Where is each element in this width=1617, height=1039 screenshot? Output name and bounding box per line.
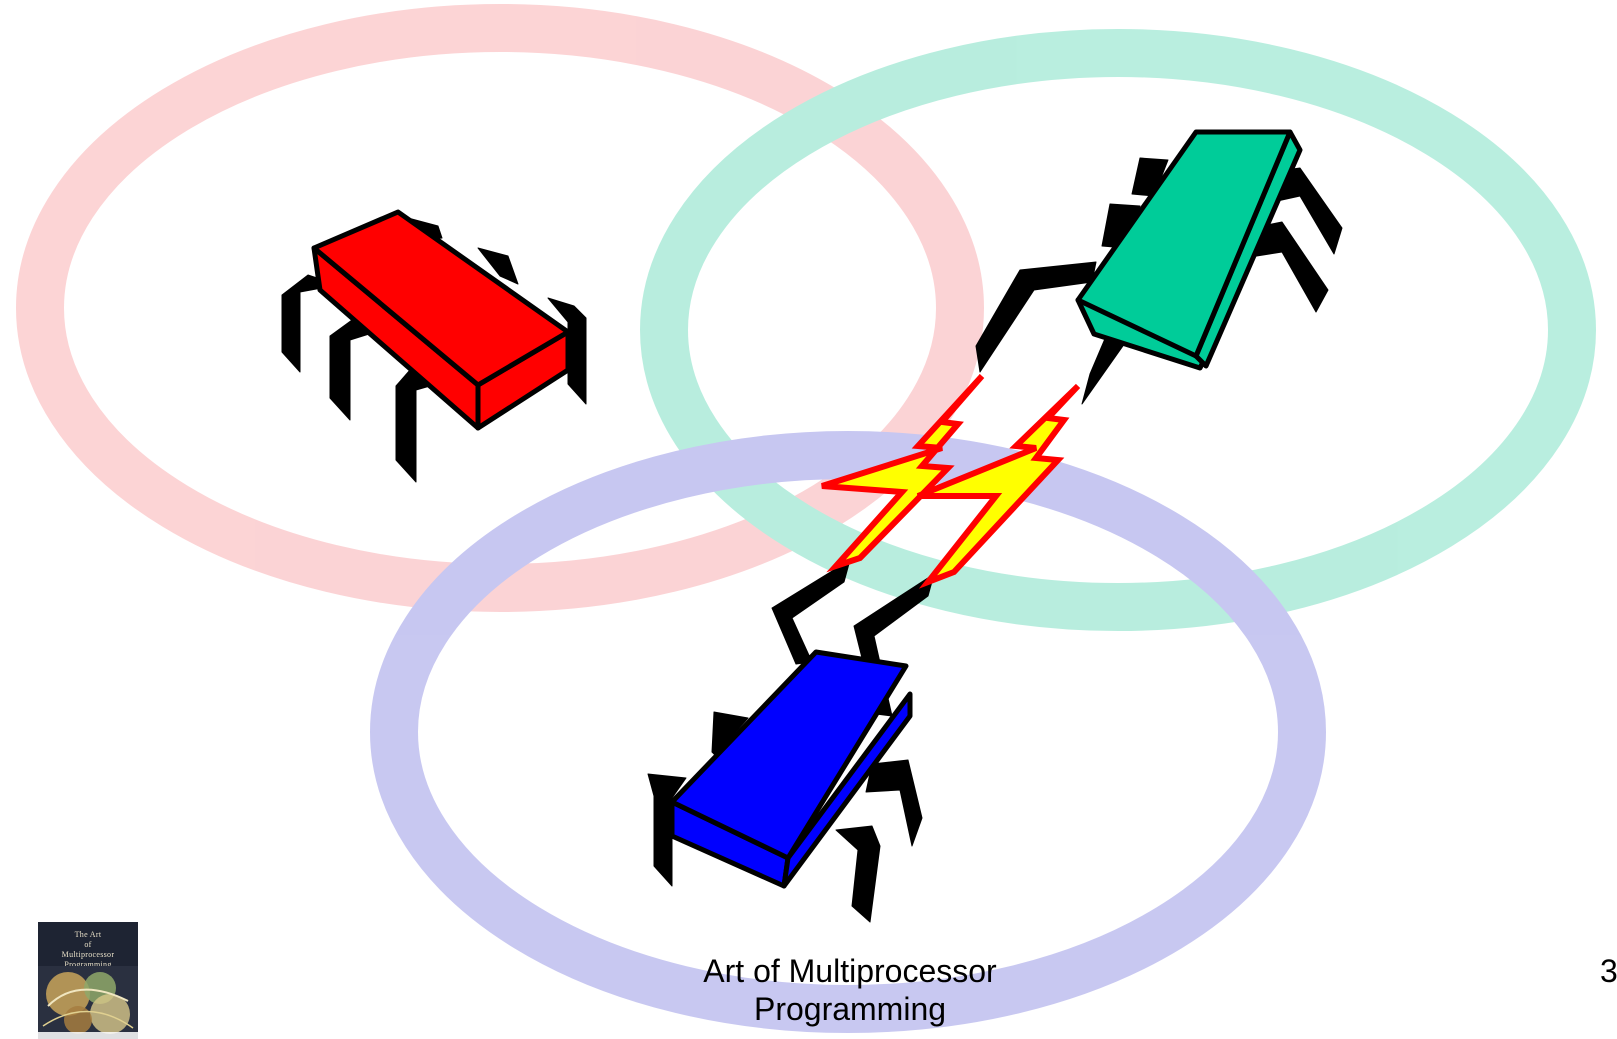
- green-processor-bug: [975, 129, 1343, 405]
- book-cover-title: The Art of Multiprocessor Programming: [61, 930, 115, 969]
- rings: [16, 4, 1596, 1033]
- book-cover-logo: The Art of Multiprocessor Programming: [38, 922, 138, 1039]
- green-ring: [640, 29, 1596, 631]
- footer-title-line2: Programming: [753, 991, 947, 1027]
- red-ring: [16, 4, 984, 612]
- book-cover-art: [38, 966, 138, 1039]
- blue-bug-leg: [865, 759, 923, 847]
- footer-title: Art of Multiprocessor Programming: [640, 952, 1060, 1028]
- blue-bug-end: [781, 691, 913, 889]
- blue-bug-leg: [647, 773, 687, 887]
- red-bug-top: [311, 209, 571, 388]
- blue-bug-top: [669, 649, 909, 861]
- blue-bug-leg: [771, 559, 851, 665]
- lightning-bolts: [821, 373, 1081, 589]
- red-processor-bug: [281, 209, 587, 483]
- red-bug-leg: [477, 247, 519, 285]
- lightning-bolt-right: [916, 383, 1081, 589]
- blue-processor-bug: [647, 559, 935, 923]
- lightning-bolt-left: [821, 373, 985, 573]
- blue-ring: [370, 431, 1326, 1033]
- slide-number: 3: [1600, 953, 1617, 989]
- green-bug-leg: [975, 261, 1097, 373]
- footer-title-line1: Art of Multiprocessor: [703, 953, 997, 989]
- red-bug-leg: [547, 297, 587, 405]
- green-bug-top: [1075, 129, 1293, 359]
- blue-bug-leg: [835, 825, 881, 923]
